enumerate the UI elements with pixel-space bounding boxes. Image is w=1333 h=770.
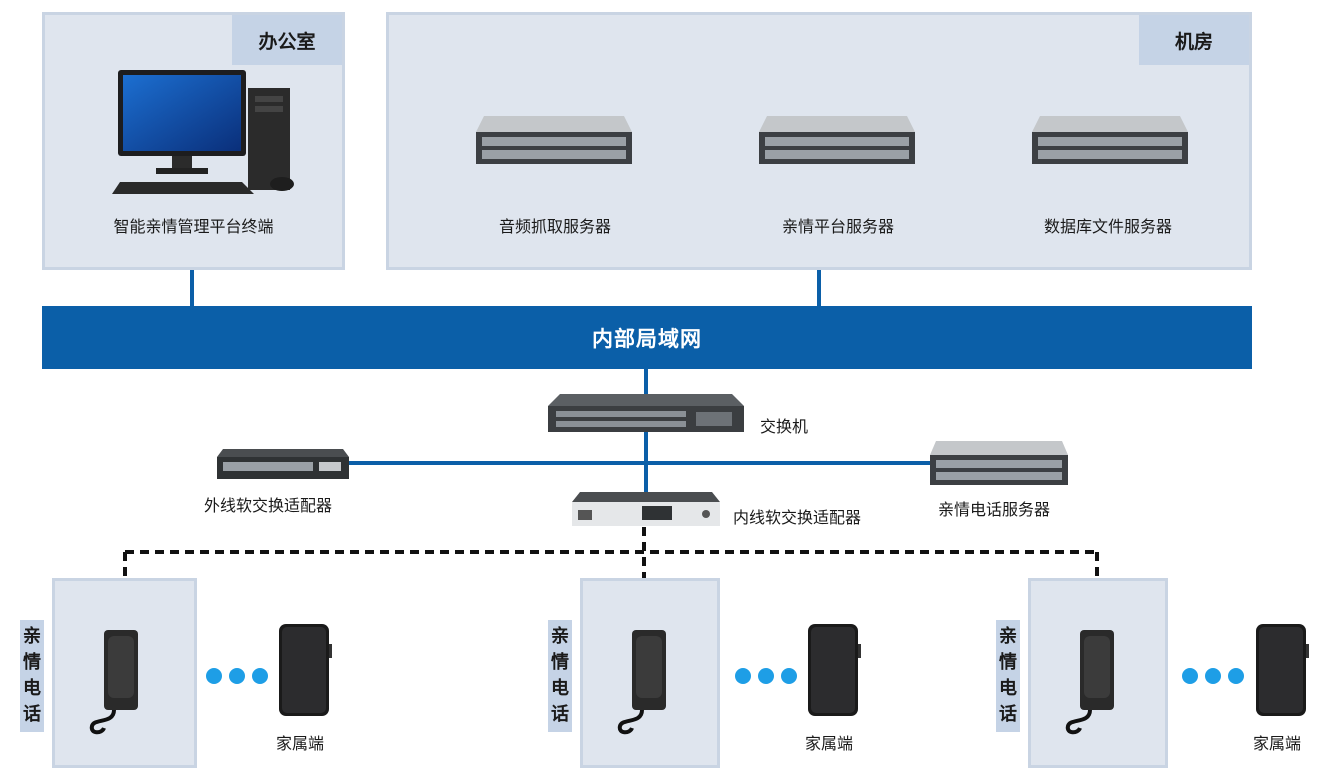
- internal-adapter-icon: [572, 492, 720, 526]
- lan-bar: 内部局域网: [42, 306, 1252, 369]
- family-end-label: 家属端: [276, 734, 325, 753]
- terminal-label: 智能亲情管理平台终端: [113, 217, 274, 236]
- ellipsis-dot: [1205, 668, 1221, 684]
- server-room-zone-tag: 机房: [1139, 15, 1249, 65]
- mobile-phone-icon: [808, 624, 861, 716]
- adapter-link-line: [345, 461, 945, 465]
- ellipsis-dot: [1182, 668, 1198, 684]
- wall-phone-icon: [89, 630, 138, 735]
- ellipsis-dot: [758, 668, 774, 684]
- wall-phone-icon: [1065, 630, 1114, 735]
- server-rack-icon: [476, 116, 632, 164]
- ellipsis-dot: [252, 668, 268, 684]
- mobile-phone-icon: [1256, 624, 1309, 716]
- office-zone: 办公室: [42, 12, 345, 270]
- server-rack-icon: [759, 116, 915, 164]
- lan-switch-line: [644, 369, 648, 395]
- office-zone-tag: 办公室: [232, 15, 342, 65]
- station-label: 亲 情 电 话: [20, 620, 44, 732]
- family-end-label: 家属端: [1253, 734, 1302, 753]
- switch-label: 交换机: [760, 417, 809, 436]
- desktop-computer-icon: [112, 70, 294, 194]
- external-adapter-icon: [217, 449, 349, 479]
- server-rack-icon: [1032, 116, 1188, 164]
- ellipsis-dot: [1228, 668, 1244, 684]
- server-rack-icon: [930, 441, 1068, 485]
- mobile-phone-icon: [279, 624, 332, 716]
- wall-phone-icon: [617, 630, 666, 735]
- phone-line-network: [123, 527, 1099, 578]
- family-end-label: 家属端: [805, 734, 854, 753]
- internal-adapter-label: 内线软交换适配器: [733, 508, 862, 527]
- family-platform-server-label: 亲情平台服务器: [781, 217, 894, 236]
- ellipsis-dot: [735, 668, 751, 684]
- ellipsis-dot: [781, 668, 797, 684]
- phone-server-label: 亲情电话服务器: [938, 500, 1051, 519]
- ellipsis-dot: [229, 668, 245, 684]
- ellipsis-dot: [206, 668, 222, 684]
- office-link-line: [190, 270, 194, 306]
- audio-server-label: 音频抓取服务器: [498, 217, 611, 236]
- network-switch-icon: [548, 394, 744, 432]
- station-label: 亲 情 电 话: [548, 620, 572, 732]
- station-label: 亲 情 电 话: [996, 620, 1020, 732]
- external-adapter-label: 外线软交换适配器: [204, 496, 333, 515]
- server-room-link-line: [817, 270, 821, 306]
- db-file-server-label: 数据库文件服务器: [1043, 217, 1172, 236]
